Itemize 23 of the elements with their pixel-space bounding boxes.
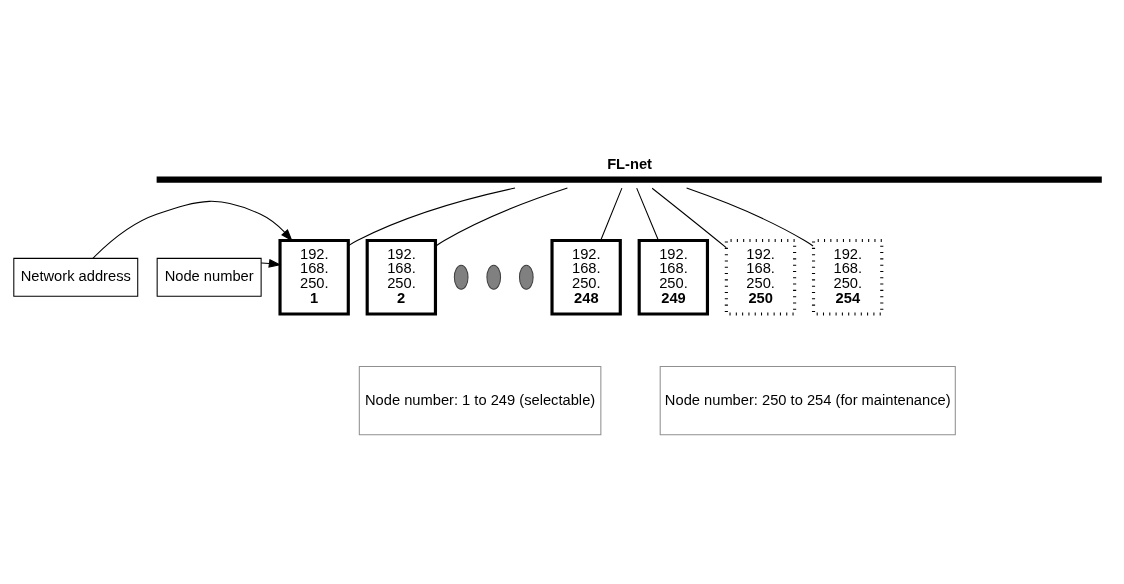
connector — [600, 187, 623, 241]
node-box: 192. 168. 250. 250 — [724, 238, 797, 316]
connector — [636, 187, 659, 241]
node-box: 192. 168. 250. 1 — [278, 238, 350, 316]
node-box: Node number — [156, 257, 262, 297]
node-circle — [518, 264, 534, 290]
connector — [435, 187, 568, 246]
node-box: Node number: 1 to 249 (selectable) — [358, 365, 602, 435]
node-box: 192. 168. 250. 254 — [811, 238, 884, 316]
node-box: 192. 168. 250. 248 — [550, 238, 622, 316]
node-box: 192. 168. 250. 249 — [637, 238, 710, 316]
connector — [686, 187, 814, 247]
node-box: Network address — [13, 257, 139, 297]
arrow — [92, 200, 293, 259]
connector — [651, 187, 727, 248]
node-box — [156, 175, 1102, 183]
node-label: FL-net — [607, 155, 653, 172]
node-box: Node number: 250 to 254 (for maintenance) — [659, 365, 956, 435]
node-circle — [453, 264, 469, 290]
arrow — [260, 258, 282, 268]
connector — [348, 187, 516, 246]
node-box: 192. 168. 250. 2 — [365, 238, 438, 316]
node-circle — [486, 264, 502, 290]
